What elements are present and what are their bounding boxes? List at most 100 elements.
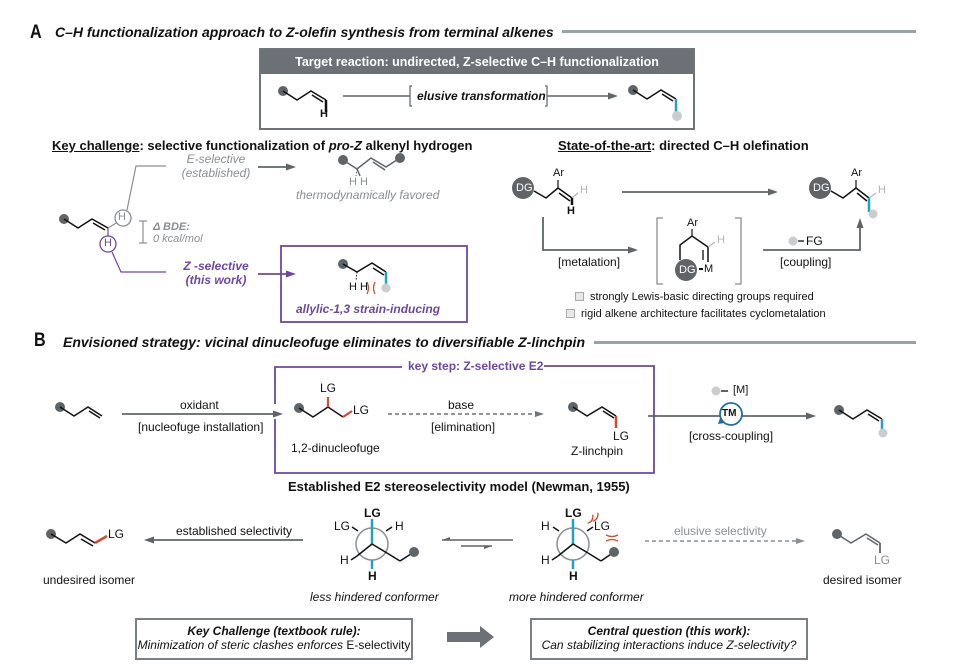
alkenyl-h-label: H bbox=[320, 108, 328, 120]
key-challenge-box: Key Challenge (textbook rule): Minimizat… bbox=[135, 618, 413, 660]
section-b-title: Envisioned strategy: vicinal dinucleofug… bbox=[63, 334, 585, 350]
z-this-work-text: (this work) bbox=[185, 273, 247, 287]
newman2-h-left: H bbox=[541, 553, 550, 567]
dg-label-product: DG bbox=[813, 182, 830, 194]
lg-label-2: LG bbox=[353, 403, 370, 417]
desired-isomer-label: desired isomer bbox=[823, 573, 902, 587]
less-hindered-label: less hindered conformer bbox=[310, 590, 439, 604]
section-a-title: C–H functionalization approach to Z-olef… bbox=[55, 24, 554, 40]
newman1-lg-front: LG bbox=[364, 506, 381, 520]
cross-coupling-label: [cross-coupling] bbox=[689, 429, 774, 443]
target-reaction-header: Target reaction: undirected, Z-selective… bbox=[261, 50, 693, 74]
z-selective-text: Z -selective bbox=[183, 259, 249, 273]
metalation-label: [metalation] bbox=[558, 255, 621, 269]
state-of-art-title: State-of-the-art: directed C–H olefinati… bbox=[558, 138, 809, 153]
undesired-isomer-label: undesired isomer bbox=[43, 573, 136, 587]
base-label: base bbox=[448, 398, 475, 412]
newman2-lg-front: LG bbox=[565, 506, 582, 520]
more-hindered-label: more hindered conformer bbox=[509, 590, 644, 604]
ar-label-intermediate: Ar bbox=[687, 217, 698, 229]
lg-label-desired: LG bbox=[874, 553, 891, 567]
z-olefin-product bbox=[628, 85, 682, 121]
coupling-label: [coupling] bbox=[780, 255, 832, 269]
lg-label-undesired: LG bbox=[108, 527, 125, 541]
key-challenge-rest: : selective functionalization of bbox=[139, 138, 329, 153]
ar-label-start: Ar bbox=[553, 167, 564, 179]
newman1-h-bottom: H bbox=[368, 569, 377, 583]
key-challenge-box-body: Minimization of steric clashes enforces bbox=[137, 638, 344, 652]
key-challenge-end: alkenyl hydrogen bbox=[361, 138, 473, 153]
bullet-text: strongly Lewis-basic directing groups re… bbox=[590, 291, 814, 303]
e-product-h-labels: H H bbox=[349, 176, 368, 188]
newman2-h-bottom: H bbox=[569, 569, 578, 583]
newman2-lg-back: LG bbox=[594, 519, 611, 533]
key-challenge-underlined: Key challenge bbox=[52, 138, 140, 153]
strain-inducing-label: allylic-1,3 strain-inducing bbox=[296, 302, 441, 316]
m-reagent-label: [M] bbox=[733, 384, 749, 396]
bullet-item: rigid alkene architecture facilitates cy… bbox=[566, 308, 826, 320]
h-label-start-gray: H bbox=[580, 184, 588, 196]
model-title: Established E2 stereoselectivity model (… bbox=[288, 479, 630, 494]
established-selectivity-label: established selectivity bbox=[176, 524, 293, 538]
h-pro-e: H bbox=[118, 211, 126, 223]
bullet-text: rigid alkene architecture facilitates cy… bbox=[581, 308, 826, 320]
lg-label-linchpin: LG bbox=[613, 429, 630, 443]
bde-value: 0 kcal/mol bbox=[153, 233, 203, 245]
nucleofuge-label: [nucleofuge installation] bbox=[138, 420, 264, 434]
elusive-transformation-label: elusive transformation bbox=[417, 89, 546, 103]
dg-label-start: DG bbox=[516, 182, 533, 194]
z-selective-label: Z -selective (this work) bbox=[176, 259, 256, 287]
bullet-box-icon bbox=[566, 309, 575, 318]
elusive-selectivity-label: elusive selectivity bbox=[674, 524, 767, 538]
h-label-product: H bbox=[878, 184, 886, 196]
section-a-rule bbox=[562, 30, 916, 33]
newman1-h-left: H bbox=[340, 553, 349, 567]
m-label: M bbox=[704, 263, 714, 275]
bde-title: Δ BDE: bbox=[153, 221, 190, 233]
h-label-intermediate: H bbox=[717, 234, 725, 246]
target-reaction-header-text: Target reaction: undirected, Z-selective… bbox=[295, 55, 659, 69]
newman1-h-back: H bbox=[395, 519, 404, 533]
key-challenge-box-title: Key Challenge (textbook rule): bbox=[187, 624, 361, 638]
key-step-label: key step: Z-selective E2 bbox=[408, 359, 544, 373]
state-of-art-underlined: State-of-the-art bbox=[558, 138, 652, 153]
ar-label-product: Ar bbox=[851, 167, 862, 179]
section-b-letter: B bbox=[34, 330, 46, 351]
central-question-box: Central question (this work): Can stabil… bbox=[530, 618, 808, 660]
section-b-rule bbox=[594, 341, 916, 344]
newman2-h-back: H bbox=[541, 519, 550, 533]
fg-label: FG bbox=[806, 234, 823, 248]
target-reaction-box: Target reaction: undirected, Z-selective… bbox=[259, 48, 695, 130]
elimination-label: [elimination] bbox=[431, 420, 496, 434]
strain-h-labels: H H bbox=[349, 281, 368, 293]
h-label-start-bold: H bbox=[567, 205, 575, 217]
state-of-art-rest: : directed C–H olefination bbox=[651, 138, 809, 153]
dg-label-intermediate: DG bbox=[679, 264, 696, 276]
e-established-text: (established) bbox=[181, 166, 251, 180]
central-question-title: Central question (this work): bbox=[587, 624, 751, 638]
oxidant-label: oxidant bbox=[180, 398, 219, 412]
dinucleofuge-label: 1,2-dinucleofuge bbox=[291, 441, 380, 455]
h-pro-z: H bbox=[104, 237, 112, 249]
e-selective-text: E-selective bbox=[186, 152, 246, 166]
central-question-body: Can stabilizing interactions induce Z-se… bbox=[541, 638, 797, 652]
thermo-favored-label: thermodynamically favored bbox=[296, 188, 440, 202]
e-selective-label: E-selective (established) bbox=[176, 152, 256, 180]
bullet-box-icon bbox=[575, 292, 584, 301]
key-challenge-italic: pro-Z bbox=[328, 138, 362, 153]
linchpin-label: Z-linchpin bbox=[571, 444, 624, 458]
terminal-alkene-molecule bbox=[278, 86, 328, 112]
bullet-item: strongly Lewis-basic directing groups re… bbox=[575, 291, 814, 303]
key-challenge-title: Key challenge: selective functionalizati… bbox=[52, 138, 472, 153]
bde-label: Δ BDE: 0 kcal/mol bbox=[153, 221, 203, 245]
newman1-lg-back: LG bbox=[334, 519, 351, 533]
tm-catalyst-label: TM bbox=[722, 408, 737, 419]
lg-label-1: LG bbox=[320, 381, 337, 395]
key-challenge-box-body-end: E-selectivity bbox=[343, 638, 411, 652]
section-a-letter: A bbox=[30, 22, 42, 43]
